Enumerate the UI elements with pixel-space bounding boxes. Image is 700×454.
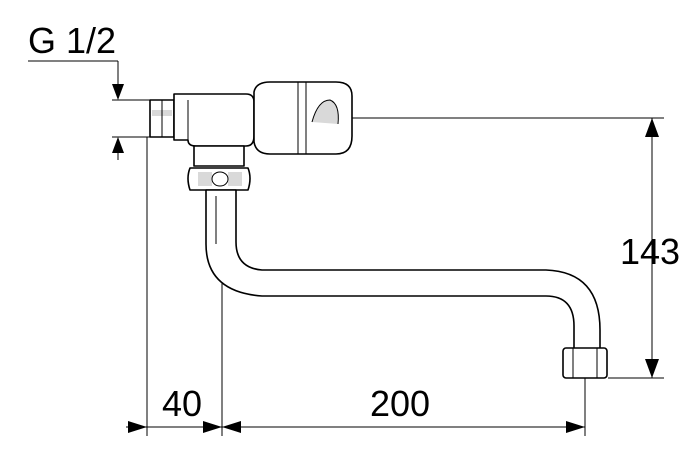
arrowheads <box>112 84 659 433</box>
offset-dimension-label: 40 <box>162 383 202 424</box>
height-dimension-label: 143 <box>620 231 680 272</box>
reach-dimension-label: 200 <box>370 383 430 424</box>
faucet <box>149 81 608 379</box>
dimension-lines <box>28 60 664 436</box>
thread-size-label: G 1/2 <box>28 20 116 61</box>
